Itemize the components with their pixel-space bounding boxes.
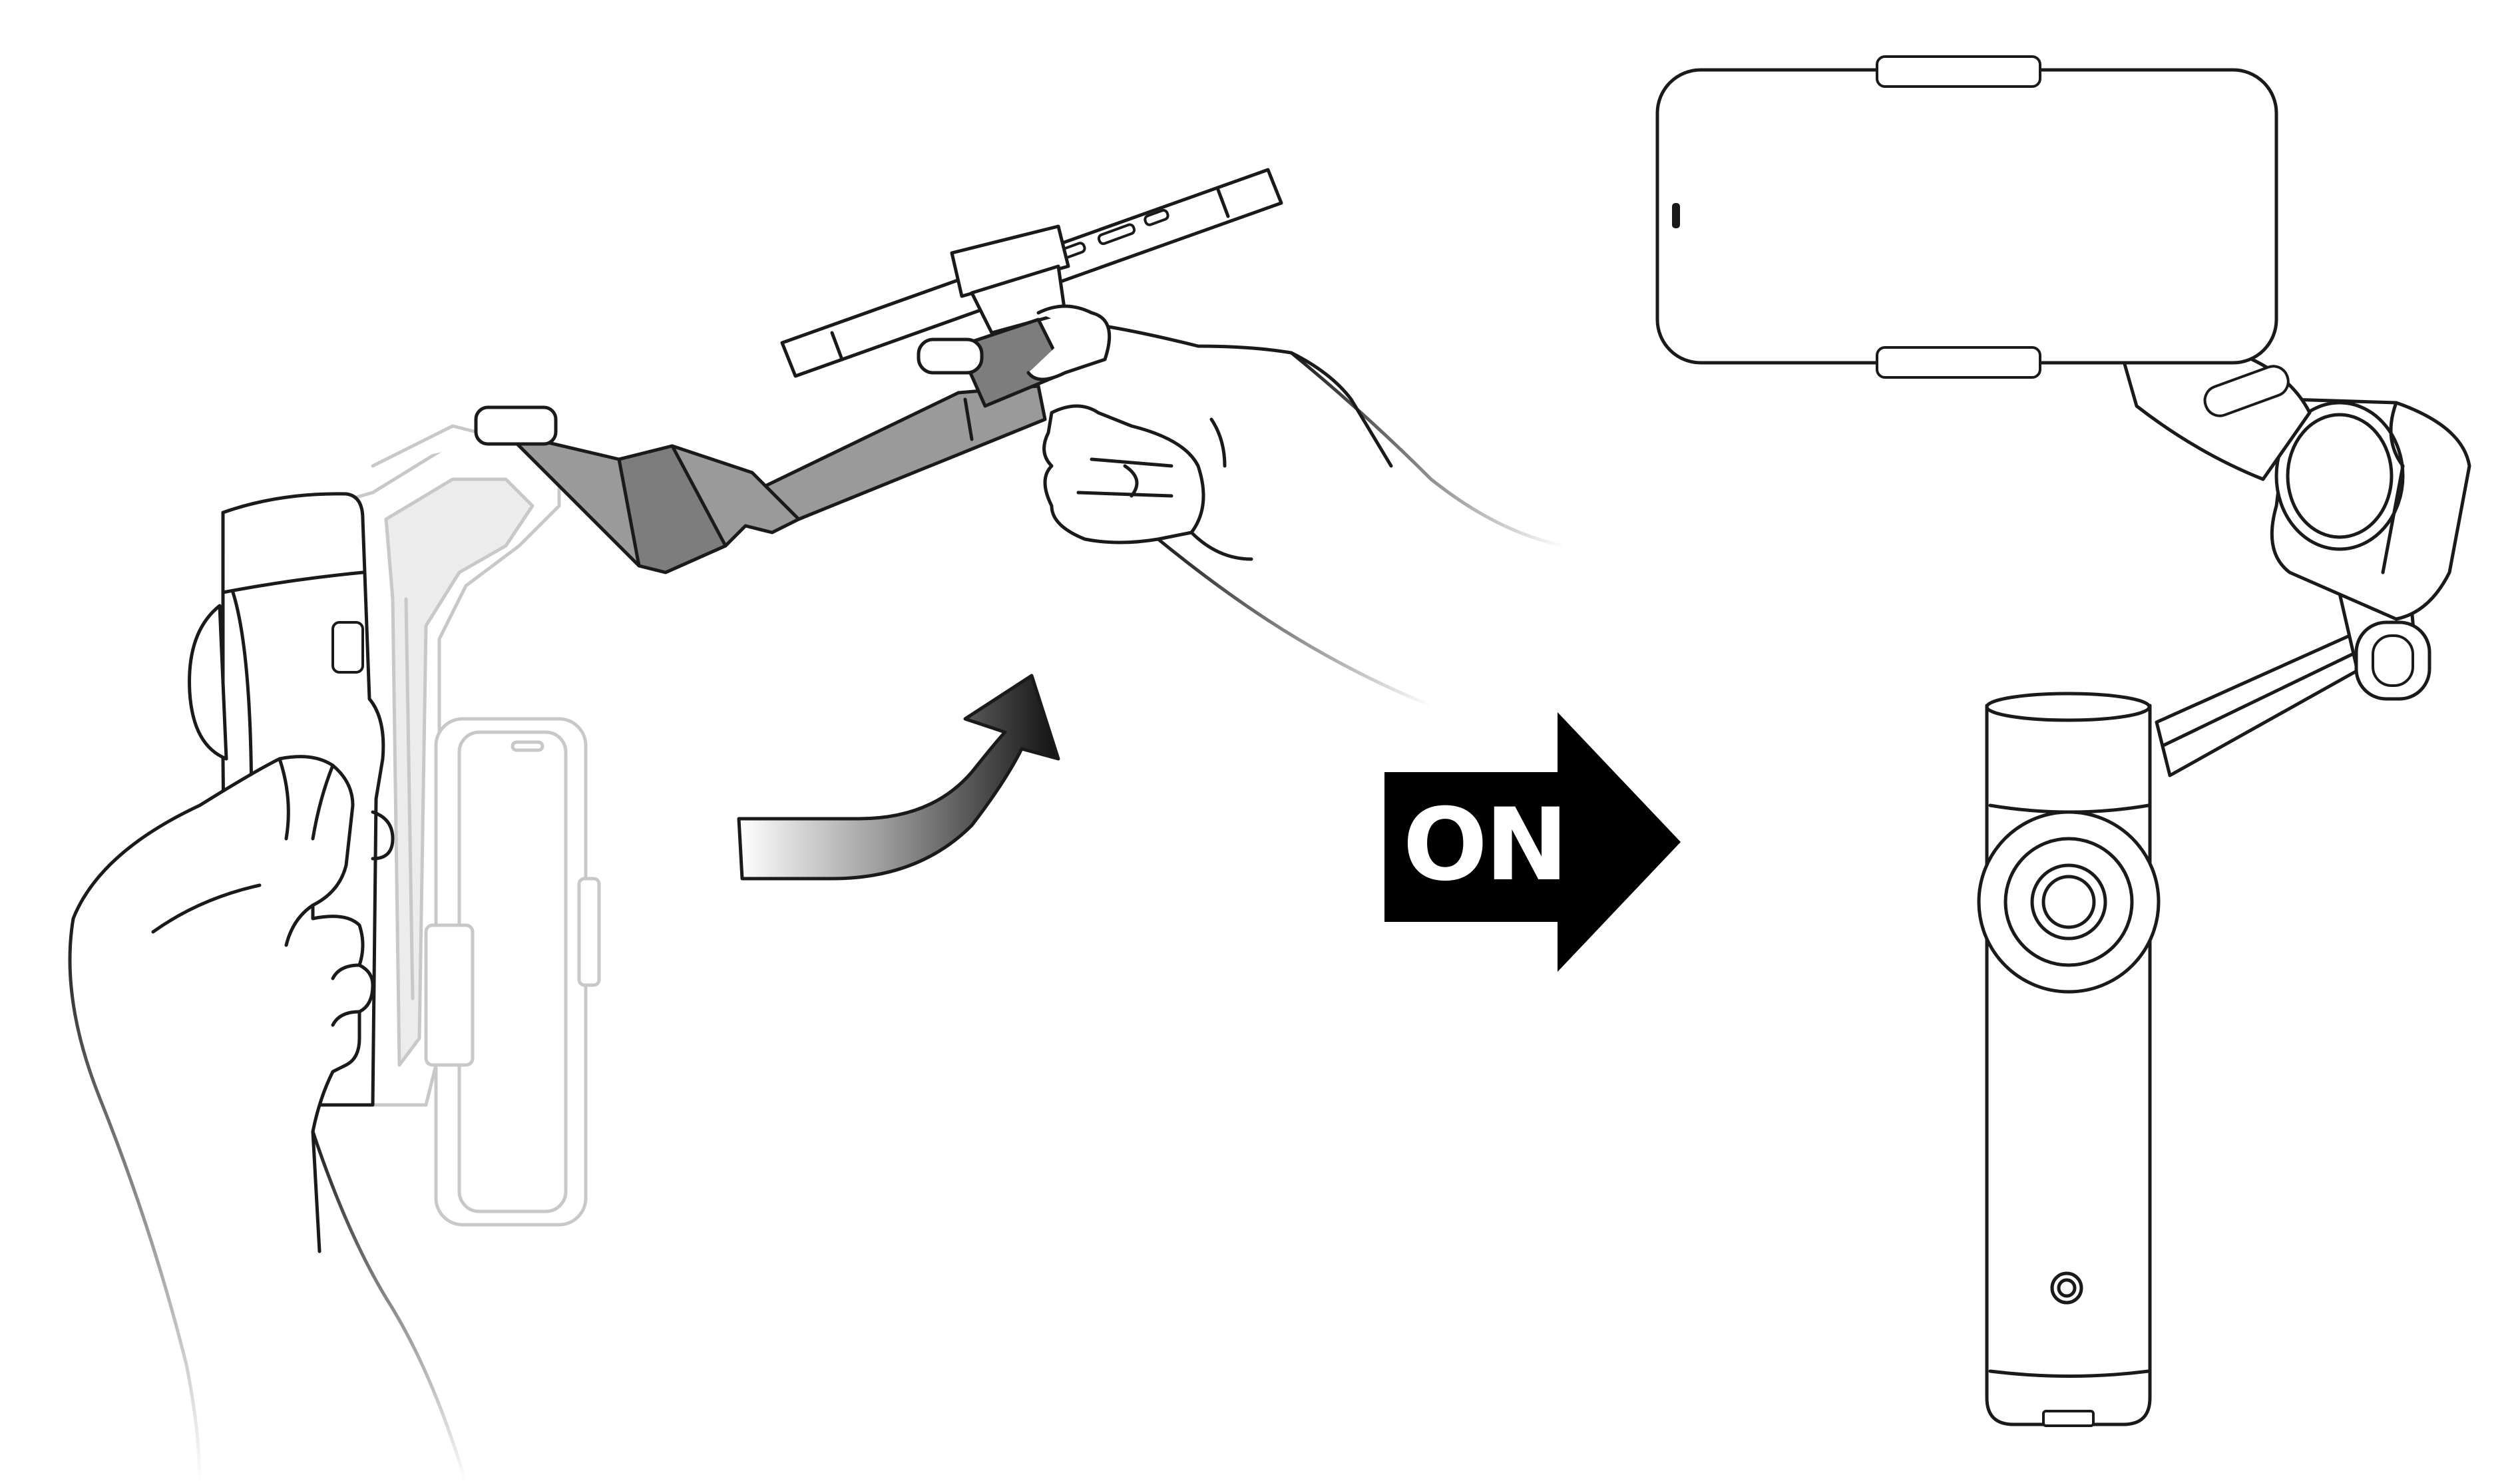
phone-front	[1655, 55, 2278, 379]
gimbal-handle-front	[1977, 692, 2161, 1427]
hand-unfolding-gimbal-icon	[68, 168, 1565, 1483]
left-hand	[68, 755, 468, 1483]
curved-rotate-arrow-icon	[737, 674, 1060, 881]
unfolded-gimbal-with-phone-icon	[1655, 55, 2471, 1427]
on-step-label: ON	[1402, 787, 1568, 903]
gimbal-motor	[2270, 397, 2471, 621]
right-hand	[1026, 304, 1565, 708]
right-arrow-icon	[1384, 712, 1681, 972]
phone-mounted-side-view	[780, 168, 1283, 408]
phone-holder-arm	[2121, 351, 2312, 481]
gimbal-arm	[474, 384, 1047, 574]
